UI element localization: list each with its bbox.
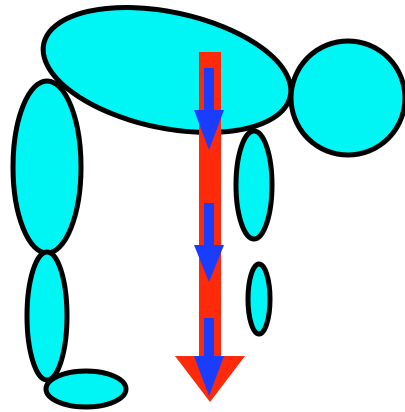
forearm <box>248 264 270 334</box>
blue-arrow-shaft <box>204 318 214 358</box>
head <box>291 41 405 155</box>
upper-leg <box>13 81 81 253</box>
foot <box>46 371 126 407</box>
upper-arm <box>236 131 272 239</box>
blue-arrow-shaft <box>204 68 214 112</box>
lower-leg <box>27 252 67 380</box>
blue-arrow-shaft <box>204 203 214 247</box>
